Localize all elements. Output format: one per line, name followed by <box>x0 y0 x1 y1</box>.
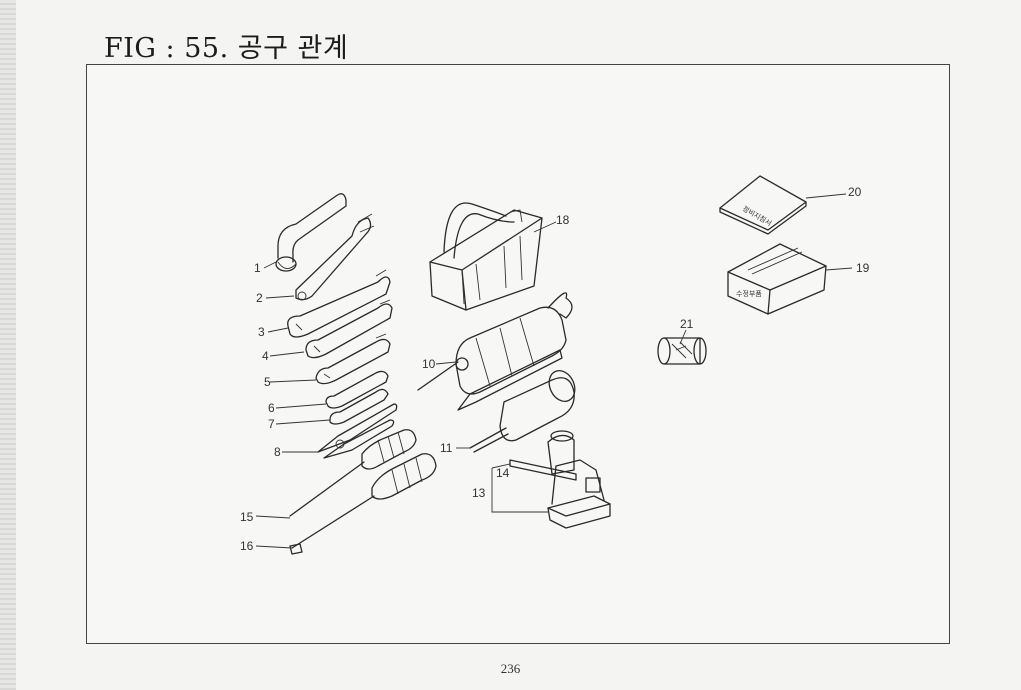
callout-5: 5 <box>264 375 271 389</box>
callout-21: 21 <box>680 317 694 331</box>
callout-10: 10 <box>422 357 436 371</box>
callout-16: 16 <box>240 539 254 553</box>
item-19-box-drawing: 수정부품 <box>727 243 827 315</box>
callout-2: 2 <box>256 291 263 305</box>
item-3-spanner-drawing <box>287 269 391 338</box>
figure-frame <box>86 64 950 644</box>
callout-13: 13 <box>472 486 486 500</box>
item-16-screwdriver-drawing <box>289 453 437 555</box>
callout-15: 15 <box>240 510 254 524</box>
callout-7: 7 <box>268 417 275 431</box>
callout-numbers: 1 2 3 4 5 6 7 8 10 11 13 14 15 16 18 19 … <box>240 185 870 553</box>
callout-14: 14 <box>496 466 510 480</box>
callout-6: 6 <box>268 401 275 415</box>
item-18-tool-bag-drawing <box>429 202 543 311</box>
callout-8: 8 <box>274 445 281 459</box>
item-13-jack-drawing <box>547 430 611 529</box>
callout-11: 11 <box>440 441 453 455</box>
item-10-grease-gun-drawing <box>417 292 573 411</box>
callout-19: 19 <box>856 261 870 275</box>
item-1-box-wrench-drawing <box>275 193 347 272</box>
page-number: 236 <box>500 661 521 676</box>
scan-binding-edge <box>0 0 16 690</box>
item-20-manual-drawing: 정비지침서 <box>719 175 807 235</box>
item-6-spanner-drawing <box>325 370 389 409</box>
item-8-pliers-drawing <box>317 403 398 459</box>
figure-title: FIG : 55. 공구 관계 <box>104 33 349 64</box>
item-11-oil-can-drawing <box>469 369 576 453</box>
callout-4: 4 <box>262 349 269 363</box>
callout-20: 20 <box>848 185 862 199</box>
callout-3: 3 <box>258 325 265 339</box>
callout-1: 1 <box>254 261 261 275</box>
item-7-spanner-drawing <box>329 388 389 425</box>
item-15-screwdriver-drawing <box>289 429 417 517</box>
box-label-text: 수정부품 <box>736 289 762 298</box>
leader-lines <box>255 193 853 549</box>
item-5-spanner-drawing <box>315 333 391 385</box>
callout-18: 18 <box>556 213 570 227</box>
item-4-spanner-drawing <box>305 299 393 359</box>
item-21-cylinder-drawing <box>657 337 707 365</box>
item-2-wrench-drawing <box>295 213 375 301</box>
